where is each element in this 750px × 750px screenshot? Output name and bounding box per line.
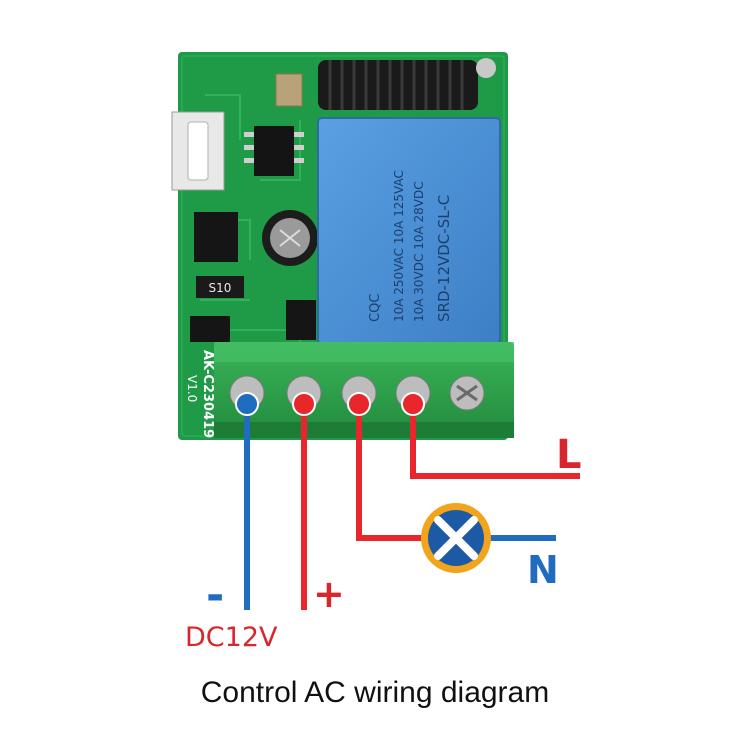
diagram-caption: Control AC wiring diagram [200, 676, 550, 709]
neutral-label: N [527, 548, 559, 592]
live-wire [410, 400, 580, 479]
lamp-wire [356, 400, 424, 541]
board-model-label: AK-C230419 [200, 350, 215, 438]
push-button [171, 111, 225, 191]
relay-brand: CQC [368, 294, 383, 322]
positive-terminal-dot [292, 392, 316, 416]
relay-rating-line-1: 10A 250VAC 10A 125VAC [392, 170, 406, 322]
supply-voltage-label: DC12V [185, 622, 278, 653]
negative-label: - [206, 570, 225, 621]
relay-rating-line-2: 10A 30VDC 10A 28VDC [412, 181, 426, 322]
diode-marking: S10 [209, 281, 232, 295]
diode-component: S10 [196, 276, 244, 298]
voltage-regulator [194, 212, 238, 262]
relay: CQC 10A 250VAC 10A 125VAC 10A 30VDC 10A … [317, 117, 501, 345]
lamp-terminal-dot [347, 392, 371, 416]
electrolytic-capacitor [262, 210, 318, 266]
board-labels: AK-C230419 V1.0 [185, 350, 215, 438]
transistor-component [190, 316, 230, 342]
connection-dots [235, 392, 425, 416]
live-label: L [556, 432, 582, 478]
terminal-screw [449, 375, 485, 411]
positive-label: + [313, 572, 345, 616]
smd-component [286, 300, 316, 340]
ic-chip [244, 126, 304, 176]
negative-terminal-dot [235, 392, 259, 416]
lamp-icon [421, 503, 491, 573]
board-version-label: V1.0 [185, 375, 199, 402]
antenna-coil [318, 58, 496, 110]
crystal-component [275, 73, 303, 107]
relay-model: SRD-12VDC-SL-C [435, 195, 453, 322]
live-terminal-dot [401, 392, 425, 416]
